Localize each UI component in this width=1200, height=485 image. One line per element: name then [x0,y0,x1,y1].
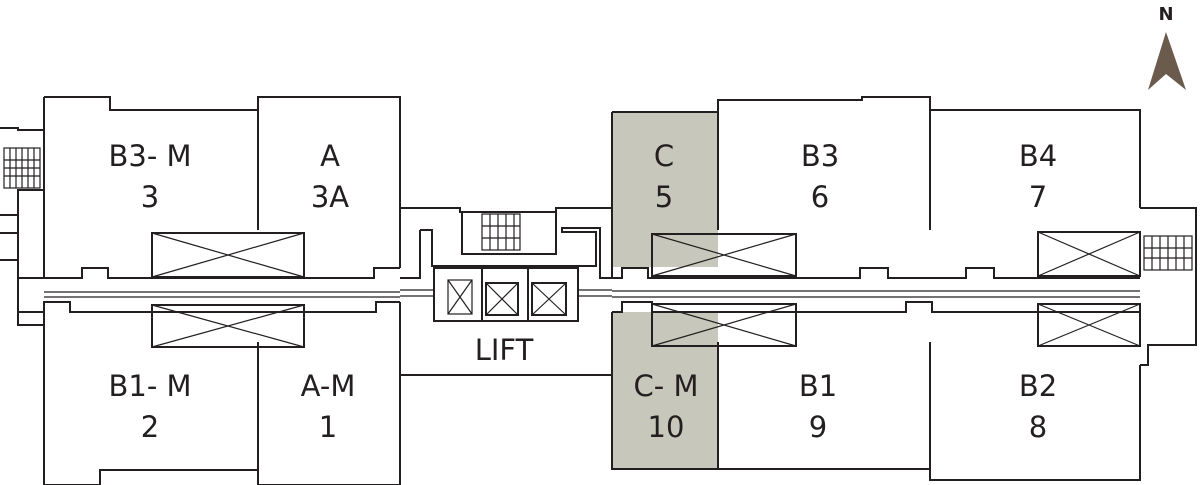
unit-type-label: B3 [801,139,839,173]
unit-b3m-3[interactable]: B3- M 3 [108,139,191,214]
unit-number-label: 3 [141,180,159,214]
unit-am-1[interactable]: A-M 1 [301,369,356,444]
unit-c-5-highlight [612,112,718,267]
unit-type-label: B2 [1019,369,1057,403]
unit-number-label: 1 [319,410,337,444]
right-void-top-left [651,233,797,277]
unit-cm-10-highlight [612,312,718,469]
unit-b1m-2[interactable]: B1- M 2 [108,369,191,444]
unit-number-label: 5 [655,180,673,214]
unit-type-label: B3- M [108,139,191,173]
unit-number-label: 9 [809,410,827,444]
unit-b1-9[interactable]: B1 9 [799,369,837,444]
compass-north-label: N [1158,4,1173,25]
unit-number-label: 10 [648,410,685,444]
north-compass: N [1148,4,1186,90]
unit-type-label: C [654,139,674,173]
right-void-top-right [1037,231,1141,277]
unit-type-label: B4 [1019,139,1057,173]
right-void-bottom-right [1037,303,1141,347]
left-wing-walls [0,96,401,485]
right-void-bottom-left [651,303,797,347]
unit-a-3a[interactable]: A 3A [311,139,349,214]
unit-b4-7[interactable]: B4 7 [1019,139,1057,214]
unit-number-label: 3A [311,180,349,214]
left-void-bottom [151,304,305,348]
right-wing-walls [611,96,1197,481]
unit-type-label: B1- M [108,369,191,403]
unit-c-5[interactable]: C 5 [654,139,674,214]
lift-label: LIFT [475,333,534,367]
unit-number-label: 2 [141,410,159,444]
left-void-top [151,232,305,278]
unit-number-label: 6 [811,180,829,214]
unit-type-label: A [320,139,340,173]
unit-cm-10[interactable]: C- M 10 [634,369,699,444]
unit-type-label: B1 [799,369,837,403]
unit-b2-8[interactable]: B2 8 [1019,369,1057,444]
unit-type-label: C- M [634,369,699,403]
unit-type-label: A-M [301,369,356,403]
unit-number-label: 7 [1029,180,1047,214]
unit-number-label: 8 [1029,410,1047,444]
unit-b3-6[interactable]: B3 6 [801,139,839,214]
north-arrow-icon [1148,32,1186,90]
